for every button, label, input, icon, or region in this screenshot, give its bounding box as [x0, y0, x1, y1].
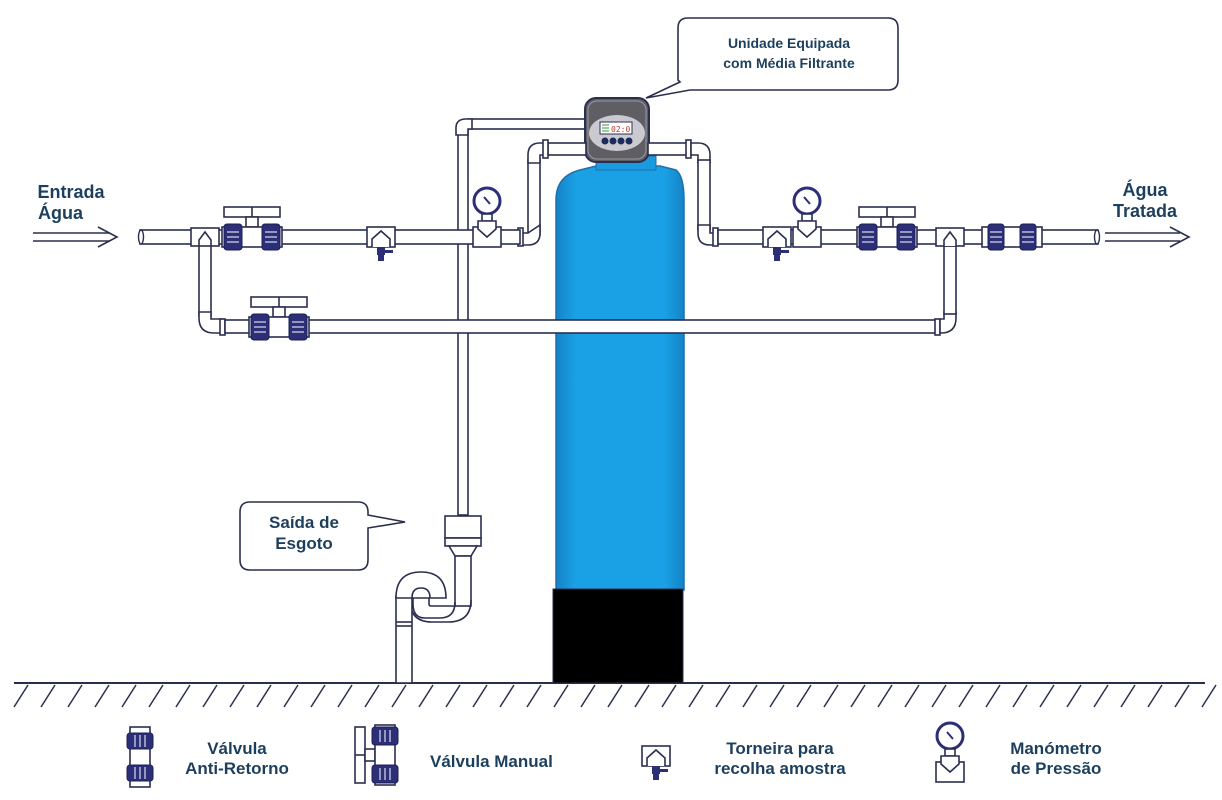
ground-hatch	[796, 684, 812, 708]
controller-head: 02:0	[584, 97, 650, 163]
ground-hatch	[391, 684, 407, 708]
drain-callout	[239, 501, 406, 571]
manual-valve[interactable]	[221, 206, 283, 251]
sample-tap-icon	[641, 745, 671, 781]
outlet-label-line2: Tratada	[1112, 200, 1178, 221]
legend-label-line: de Pressão	[1010, 758, 1102, 778]
ground-hatch	[202, 684, 218, 708]
ground-hatch	[742, 684, 758, 708]
ground-hatch	[850, 684, 866, 708]
legend-label-line: Torneira para	[726, 739, 834, 758]
ground-hatch	[823, 684, 839, 708]
ground	[13, 682, 1217, 708]
ground-hatch	[1066, 684, 1082, 708]
ground-hatch	[148, 684, 164, 708]
ground-hatch	[1039, 684, 1055, 708]
ground-hatch	[1201, 684, 1217, 708]
ground-hatch	[310, 684, 326, 708]
unit-callout	[645, 17, 899, 99]
ground-hatch	[553, 684, 569, 708]
legend-label-line: Válvula Manual	[430, 752, 553, 771]
legend-label-line: Manómetro	[1010, 739, 1102, 758]
outlet-label-line1: Água	[1122, 180, 1168, 200]
ground-hatch	[418, 684, 434, 708]
ground-hatch	[13, 684, 29, 708]
outlet-arrow-icon	[1105, 226, 1191, 248]
filter-tank	[552, 155, 685, 684]
ground-hatch	[1120, 684, 1136, 708]
outlet-line	[717, 186, 1101, 262]
ground-hatch	[229, 684, 245, 708]
ground-hatch	[283, 684, 299, 708]
ground-hatch	[94, 684, 110, 708]
unit-callout-line2: com Média Filtrante	[723, 54, 855, 71]
ground-hatch	[337, 684, 353, 708]
controller-display: 02:0	[611, 125, 630, 134]
ground-hatch	[877, 684, 893, 708]
ground-hatch	[1012, 684, 1028, 708]
ground-hatch	[1093, 684, 1109, 708]
manual-valve-icon	[354, 724, 399, 786]
ground-hatch	[445, 684, 461, 708]
inlet-line	[137, 186, 521, 262]
ground-hatch	[688, 684, 704, 708]
ground-hatch	[985, 684, 1001, 708]
ground-hatch	[958, 684, 974, 708]
ground-hatch	[175, 684, 191, 708]
bypass-valve[interactable]	[248, 296, 310, 341]
check-valve-icon	[126, 726, 154, 788]
ground-hatch	[121, 684, 137, 708]
legend-label-line: Válvula	[207, 739, 267, 758]
ground-hatch	[607, 684, 623, 708]
check-valve	[981, 223, 1043, 251]
ground-hatch	[1147, 684, 1163, 708]
ground-hatch	[499, 684, 515, 708]
ground-hatch	[364, 684, 380, 708]
ground-hatch	[40, 684, 56, 708]
drain-callout-line1: Saída de	[269, 513, 339, 532]
ground-hatch	[661, 684, 677, 708]
legend-pressure-gauge-label: Manómetro de Pressão	[996, 739, 1116, 778]
ground-hatch	[715, 684, 731, 708]
outlet-label: Água Tratada	[1100, 180, 1190, 221]
ground-hatch	[67, 684, 83, 708]
unit-callout-line1: Unidade Equipada	[727, 35, 851, 51]
ground-hatch	[580, 684, 596, 708]
legend-sample-tap-label: Torneira para recolha amostra	[695, 739, 865, 778]
unit-callout-text: Unidade Equipada com Média Filtrante	[682, 34, 896, 73]
sample-tap[interactable]	[366, 226, 396, 262]
inlet-label-line2: Água	[38, 202, 83, 223]
manual-valve[interactable]	[856, 206, 918, 251]
ground-hatch	[1174, 684, 1190, 708]
pressure-gauge	[471, 186, 503, 249]
drain-callout-line2: Esgoto	[275, 534, 333, 554]
drain-callout-text: Saída de Esgoto	[240, 512, 368, 555]
ground-hatch	[904, 684, 920, 708]
legend-label-line: recolha amostra	[714, 758, 846, 778]
legend-manual-valve-label: Válvula Manual	[430, 752, 580, 772]
inlet-label: Entrada Água	[26, 182, 116, 223]
inlet-arrow-icon	[33, 226, 119, 248]
ground-hatch	[769, 684, 785, 708]
ground-hatch	[526, 684, 542, 708]
legend-check-valve-label: Válvula Anti-Retorno	[172, 739, 302, 778]
pressure-gauge-icon	[934, 721, 966, 784]
inlet-label-line1: Entrada	[37, 182, 105, 202]
legend-label-line: Anti-Retorno	[185, 758, 289, 778]
ground-hatch	[634, 684, 650, 708]
ground-hatch	[256, 684, 272, 708]
sample-tap[interactable]	[762, 226, 792, 262]
pressure-gauge	[791, 186, 823, 249]
ground-hatch	[472, 684, 488, 708]
ground-hatch	[931, 684, 947, 708]
